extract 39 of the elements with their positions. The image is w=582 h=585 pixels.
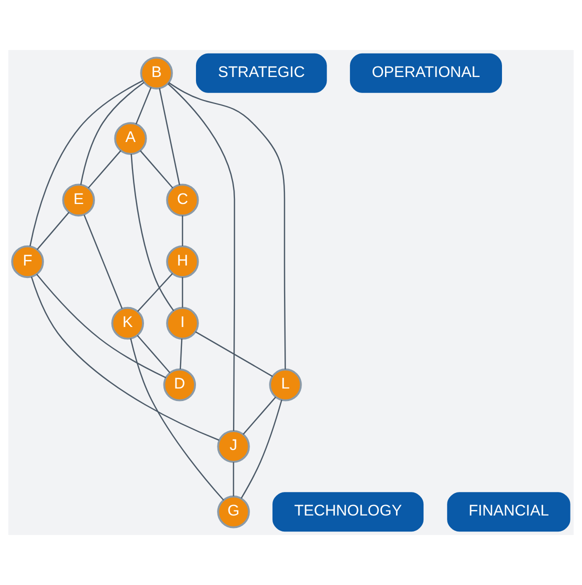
node-circle: D (163, 368, 196, 402)
node-circle: L (269, 368, 302, 402)
connector (182, 216, 184, 246)
node-circle: K (111, 306, 144, 340)
node-box: FINANCIAL (447, 492, 570, 532)
connector (232, 462, 234, 496)
node-box: STRATEGIC (196, 53, 327, 93)
node-circle: I (166, 306, 199, 340)
connector (137, 273, 173, 312)
connector (195, 331, 273, 377)
node-circle: A (114, 122, 147, 155)
connector (136, 335, 170, 374)
node-circle: H (166, 245, 199, 278)
connector (36, 274, 166, 378)
node-box: OPERATIONAL (350, 53, 502, 93)
connector (36, 212, 70, 250)
connector (30, 276, 220, 441)
connector (84, 214, 123, 309)
connector (240, 400, 282, 499)
connector (29, 80, 144, 246)
connector (168, 83, 236, 431)
connector (140, 150, 174, 188)
connector (182, 277, 184, 308)
connector (180, 338, 182, 370)
node-circle: G (217, 496, 250, 528)
node-circle: C (166, 184, 199, 216)
node-circle: E (62, 184, 95, 216)
connector (88, 150, 122, 188)
connector (158, 88, 180, 186)
connector (130, 338, 224, 501)
node-circle: B (140, 56, 173, 90)
node-circle: J (217, 430, 250, 463)
connector (242, 396, 276, 435)
node-circle: F (11, 245, 44, 278)
connector (130, 154, 174, 312)
connector (80, 82, 144, 185)
connector (135, 87, 152, 124)
connector (168, 82, 286, 370)
node-box: TECHNOLOGY (272, 492, 424, 532)
